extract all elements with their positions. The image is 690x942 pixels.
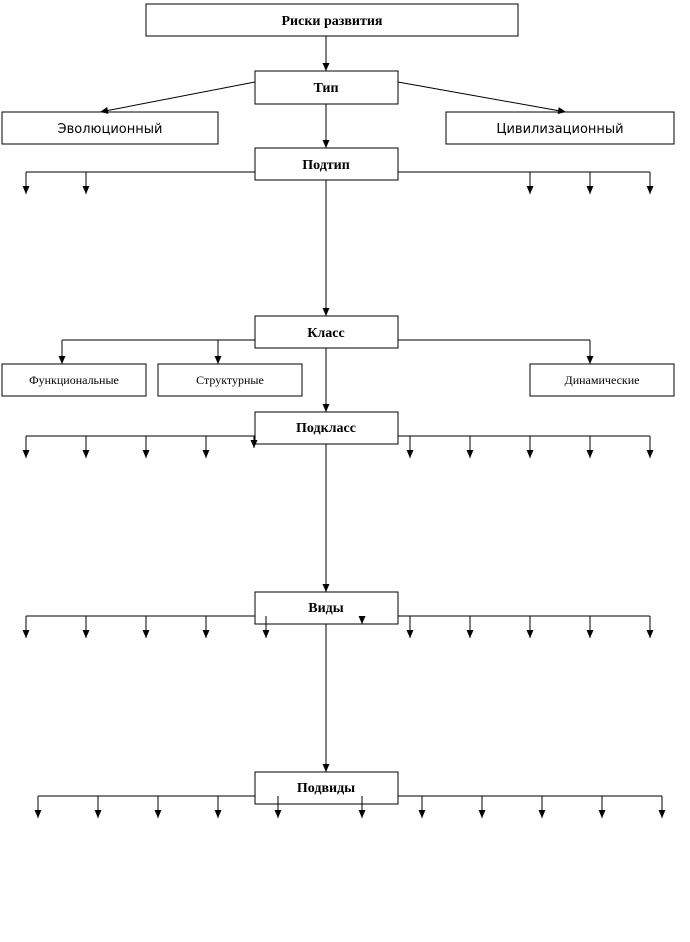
connector-line [99,81,256,113]
arrowhead [202,450,210,458]
arrowhead [322,764,330,772]
arrowhead [646,186,654,194]
arrowhead [646,450,654,458]
node-subspecies-label: Подвиды [297,781,355,796]
arrowhead [586,630,594,638]
arrowhead [214,810,222,818]
arrowhead [418,810,426,818]
arrowhead [22,450,30,458]
arrowhead [34,810,42,818]
arrowhead [22,186,30,194]
node-subtype-label: Подтип [302,158,350,173]
arrowhead [322,140,330,148]
node-root-label: Риски развития [281,14,382,29]
arrowhead [22,630,30,638]
arrowhead [142,630,150,638]
arrowhead [526,450,534,458]
node-civilizational-label: Цивилизационный [496,122,623,137]
arrowhead [202,630,210,638]
node-subspecies: Подвиды [254,771,399,805]
arrowhead [658,810,666,818]
arrowhead [538,810,546,818]
node-root: Риски развития [145,3,519,37]
arrowhead [646,630,654,638]
arrowhead [526,186,534,194]
arrowhead [406,630,414,638]
arrowhead [322,404,330,412]
arrowhead [322,584,330,592]
arrowhead [586,450,594,458]
arrowhead [557,107,566,115]
node-evolutionary-label: Эволюционный [58,122,163,137]
node-civilizational: Цивилизационный [445,111,675,145]
arrowhead [274,810,282,818]
connectors [22,36,666,818]
node-subclass: Подкласс [254,411,399,445]
arrowhead [466,630,474,638]
arrowhead [142,450,150,458]
arrowhead [82,450,90,458]
arrowhead [322,308,330,316]
arrowhead [154,810,162,818]
arrowhead [262,630,270,638]
arrowhead [250,440,258,448]
arrowhead [82,186,90,194]
arrowhead [58,356,66,364]
arrowhead [526,630,534,638]
arrowhead [214,356,222,364]
node-subtype: Подтип [254,147,399,181]
node-class-label: Класс [307,326,344,341]
arrowhead [466,450,474,458]
arrowhead [478,810,486,818]
arrowhead [406,450,414,458]
connector-line [397,81,567,113]
arrowhead [322,63,330,71]
node-dynamic: Динамические [529,363,675,397]
node-functional: Функциональные [1,363,147,397]
node-species-label: Виды [308,601,343,616]
arrowhead [598,810,606,818]
arrowhead [358,810,366,818]
node-evolutionary: Эволюционный [1,111,219,145]
arrowhead [586,356,594,364]
node-species: Виды [254,591,399,625]
node-type: Тип [254,70,399,105]
arrowhead [586,186,594,194]
arrowhead [358,616,366,624]
arrowhead [94,810,102,818]
node-class: Класс [254,315,399,349]
node-dynamic-label: Динамические [565,373,640,387]
node-structural: Структурные [157,363,303,397]
arrowhead [82,630,90,638]
node-functional-label: Функциональные [29,373,119,387]
node-subclass-label: Подкласс [296,421,356,436]
arrowhead [100,107,109,114]
node-structural-label: Структурные [196,373,264,387]
node-type-label: Тип [313,81,338,96]
